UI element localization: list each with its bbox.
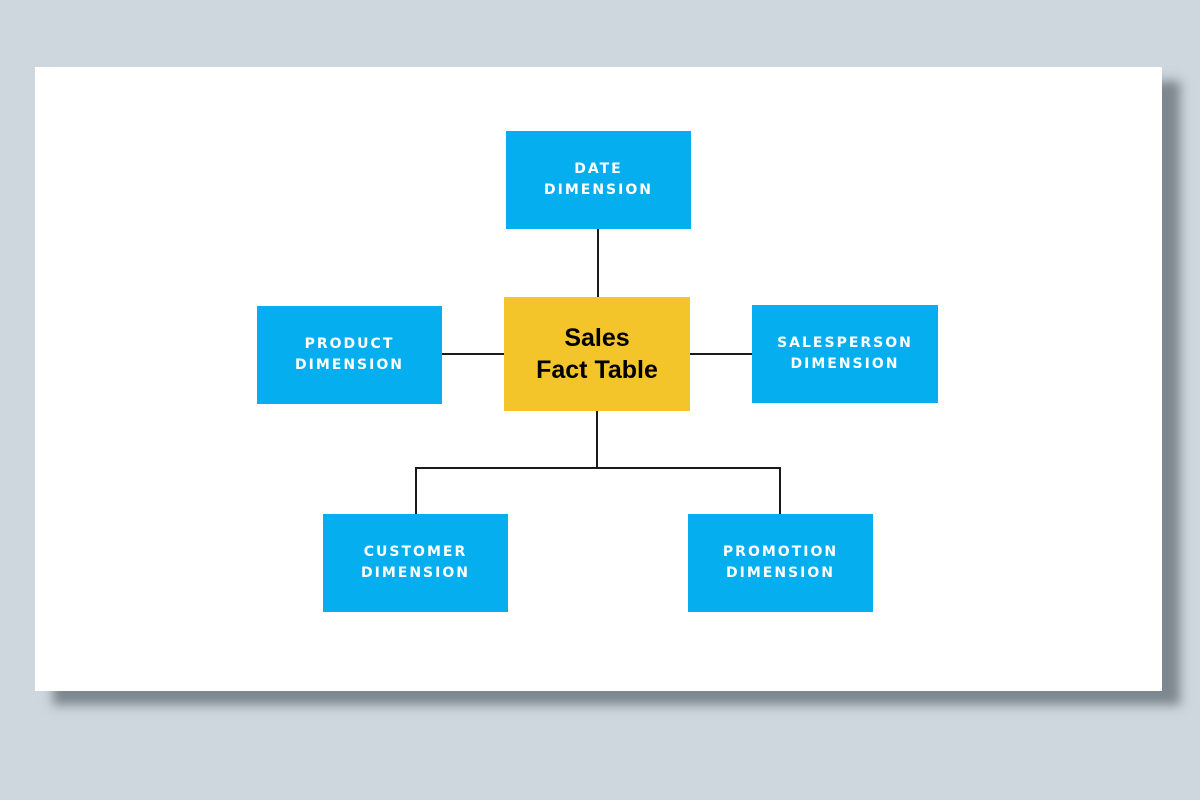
product-dimension-box: PRODUCT DIMENSION [257,306,442,404]
salesperson-dimension-box: SALESPERSON DIMENSION [752,305,938,403]
fact-table-subtitle: Fact Table [536,356,658,384]
date-dimension-subtitle: DIMENSION [544,182,653,198]
product-dimension-subtitle: DIMENSION [295,357,404,373]
product-dimension-title: PRODUCT [304,336,395,352]
customer-dimension-box: CUSTOMER DIMENSION [323,514,508,612]
customer-dimension-title: CUSTOMER [363,544,468,560]
salesperson-dimension-subtitle: DIMENSION [790,356,900,372]
promotion-dimension-subtitle: DIMENSION [726,565,835,581]
sales-fact-table-box: Sales Fact Table [504,297,690,411]
date-dimension-title: DATE [574,161,623,177]
customer-dimension-subtitle: DIMENSION [361,565,470,581]
date-dimension-box: DATE DIMENSION [506,131,691,229]
salesperson-dimension-title: SALESPERSON [777,335,913,351]
promotion-dimension-title: PROMOTION [722,544,839,560]
promotion-dimension-box: PROMOTION DIMENSION [688,514,873,612]
fact-table-title: Sales [564,324,630,352]
